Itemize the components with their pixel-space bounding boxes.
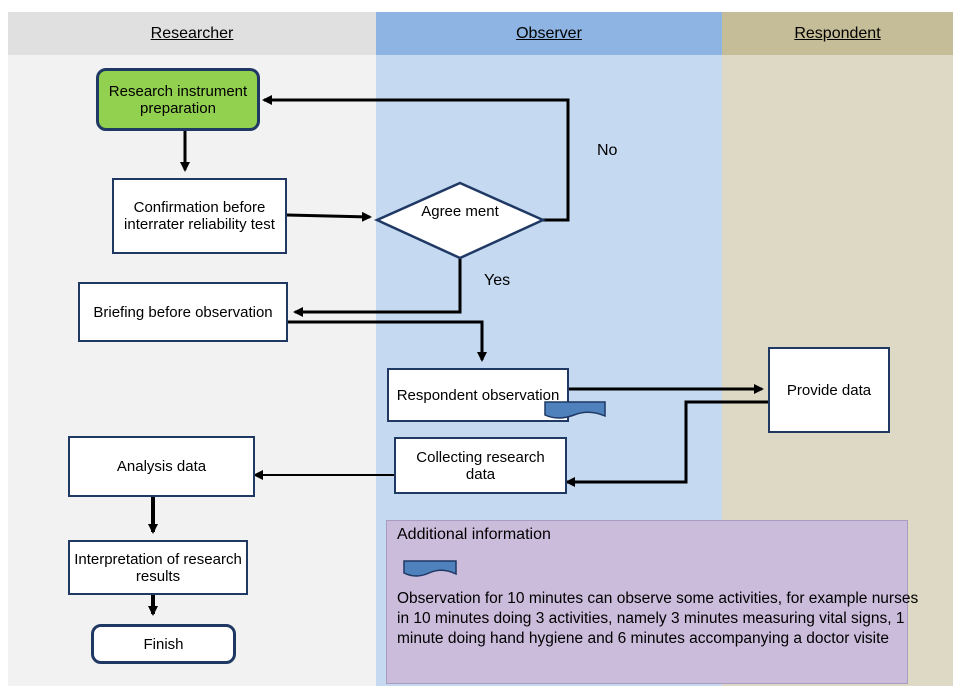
additional-info-title: Additional information	[397, 526, 551, 543]
edge-confirm-to-agreement	[286, 211, 372, 222]
respondent-lane-header: Respondent	[722, 12, 953, 55]
additional-info-panel: Additional information Observation for 1…	[386, 520, 918, 684]
edge-briefing-to-observation	[288, 320, 487, 362]
node-research-instrument-preparation: Research instrument preparation	[96, 68, 260, 131]
edge-label-no: No	[597, 142, 618, 159]
node-confirmation: Confirmation before interrater reliabili…	[112, 178, 287, 254]
node-finish: Finish	[91, 624, 236, 664]
respondent-lane-title: Respondent	[794, 24, 881, 42]
observer-lane-header: Observer	[376, 12, 722, 55]
additional-info-text: Observation for 10 minutes can observe s…	[397, 590, 919, 647]
node-briefing-label: Briefing before observation	[93, 303, 273, 321]
node-observation-label: Respondent observation	[396, 386, 560, 404]
node-respondent-observation: Respondent observation	[387, 368, 569, 422]
node-collecting-research-data: Collecting research data	[394, 437, 567, 494]
document-icon	[544, 401, 606, 419]
node-collect-label: Collecting research data	[416, 448, 545, 483]
researcher-lane-title: Researcher	[150, 24, 234, 42]
document-legend-icon	[403, 560, 457, 577]
edge-yes-to-briefing	[293, 258, 462, 317]
node-prep-label: Research instrument preparation	[108, 82, 248, 117]
node-interpret-label: Interpretation of research results	[74, 550, 242, 585]
node-analysis-label: Analysis data	[116, 458, 207, 475]
edge-no-loop	[262, 95, 570, 222]
node-analysis-data: Analysis data	[68, 436, 255, 497]
edge-provide-to-collect	[565, 400, 770, 487]
researcher-lane-header: Researcher	[8, 12, 376, 55]
observer-lane-title: Observer	[516, 24, 582, 42]
node-confirm-label: Confirmation before interrater reliabili…	[124, 199, 275, 233]
node-provide-label: Provide data	[786, 381, 872, 399]
node-interpretation: Interpretation of research results	[68, 540, 248, 595]
node-finish-label: Finish	[143, 635, 184, 653]
node-provide-data: Provide data	[768, 347, 890, 433]
agreement-label: Agree ment	[421, 203, 499, 220]
edge-label-yes: Yes	[484, 272, 511, 289]
agreement-diamond	[373, 181, 547, 260]
node-briefing: Briefing before observation	[78, 282, 288, 342]
